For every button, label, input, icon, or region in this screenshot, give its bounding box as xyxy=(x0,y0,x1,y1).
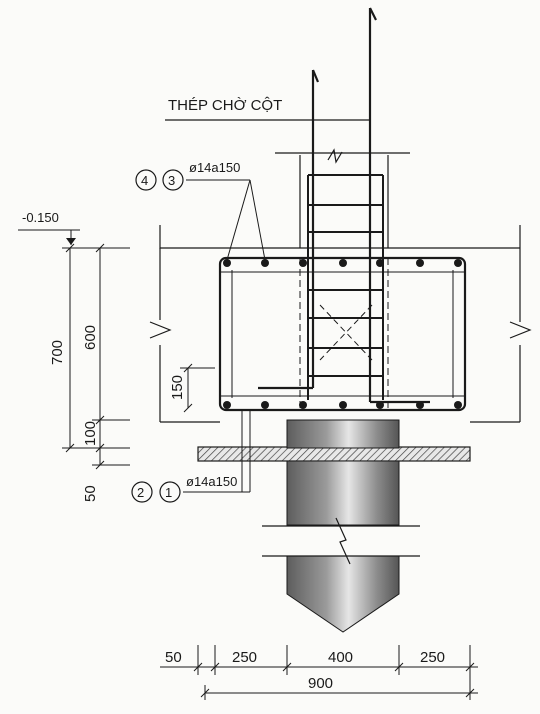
pile-cap xyxy=(218,256,467,412)
bottom-rebar-callout: 2 1 ø14a150 xyxy=(131,410,251,503)
column-stub xyxy=(275,148,410,248)
tag-circle xyxy=(135,169,157,191)
dim-600: 600 xyxy=(82,325,99,350)
level-mark-text: -0.150 xyxy=(22,210,59,225)
tag-circle xyxy=(162,169,184,191)
column-ties xyxy=(307,174,384,400)
bottom-tag-a: 2 xyxy=(137,485,144,500)
vertical-dimensions xyxy=(62,243,215,470)
dim-h-400: 400 xyxy=(328,649,353,666)
top-tag-a: 4 xyxy=(141,173,148,188)
dim-150: 150 xyxy=(169,375,186,400)
top-rebar-spec: ø14a150 xyxy=(189,160,240,175)
dim-100: 100 xyxy=(82,421,99,446)
top-rebar-callout: 4 3 ø14a150 xyxy=(135,160,266,261)
bottom-rebar-spec: ø14a150 xyxy=(186,474,237,489)
starter-bar-label: THÉP CHỜ CỘT xyxy=(168,97,282,114)
lean-concrete-layer xyxy=(197,446,471,462)
level-mark: -0.150 xyxy=(18,210,130,249)
dim-h-250-left: 250 xyxy=(232,649,257,666)
tag-circle xyxy=(159,481,181,503)
horizontal-dimensions xyxy=(160,645,478,700)
pile xyxy=(262,419,420,633)
tag-circle xyxy=(131,481,153,503)
dim-50: 50 xyxy=(82,485,99,502)
dim-700: 700 xyxy=(49,340,66,365)
top-tag-b: 3 xyxy=(168,173,175,188)
dim-h-250-right: 250 xyxy=(420,649,445,666)
dim-h-900: 900 xyxy=(308,675,333,692)
ground-outline xyxy=(149,225,532,423)
rebar-dots xyxy=(223,259,462,409)
bottom-tag-b: 1 xyxy=(165,485,172,500)
dim-h-50: 50 xyxy=(165,649,182,666)
